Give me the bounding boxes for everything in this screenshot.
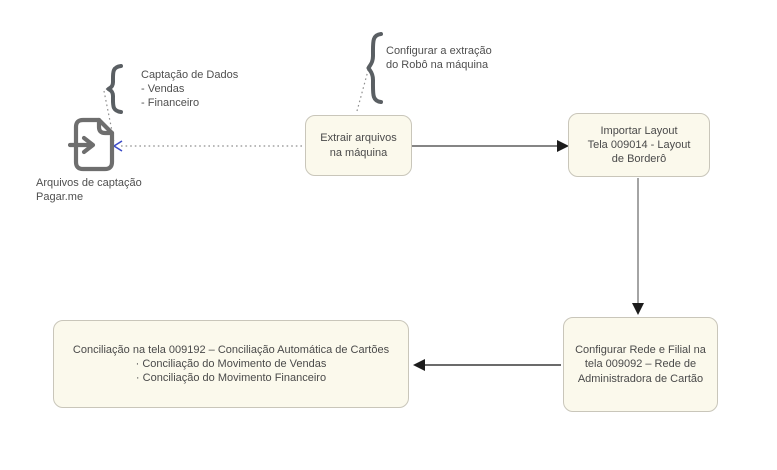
file-body xyxy=(73,117,115,172)
annotation-captacao-de-dados: Captação de Dados - Vendas - Financeiro xyxy=(141,69,239,109)
node-conciliacao: Conciliação na tela 009192 – Conciliação… xyxy=(53,320,409,408)
file-fold xyxy=(96,117,115,136)
dotted-leader-extracao xyxy=(356,66,370,112)
node-extrair-arquivos: Extrair arquivos na máquina xyxy=(305,115,412,176)
source-caption: Arquivos de captação Pagar.me xyxy=(36,177,142,203)
node-configurar-rede-filial: Configurar Rede e Filial na tela 009092 … xyxy=(563,317,718,412)
node-importar-layout: Importar Layout Tela 009014 - Layout de … xyxy=(568,113,710,177)
arrow-importar-configurar-head xyxy=(632,303,644,315)
brace-captacao xyxy=(105,64,123,114)
file-import-icon-svg xyxy=(67,117,115,172)
annotation-configurar-extracao: Configurar a extração do Robô na máquina xyxy=(386,45,492,71)
file-import-icon xyxy=(67,115,118,175)
arrow-configurar-conciliacao-head xyxy=(413,359,425,371)
file-import-arrow xyxy=(67,135,96,155)
brace-extracao xyxy=(366,32,383,104)
